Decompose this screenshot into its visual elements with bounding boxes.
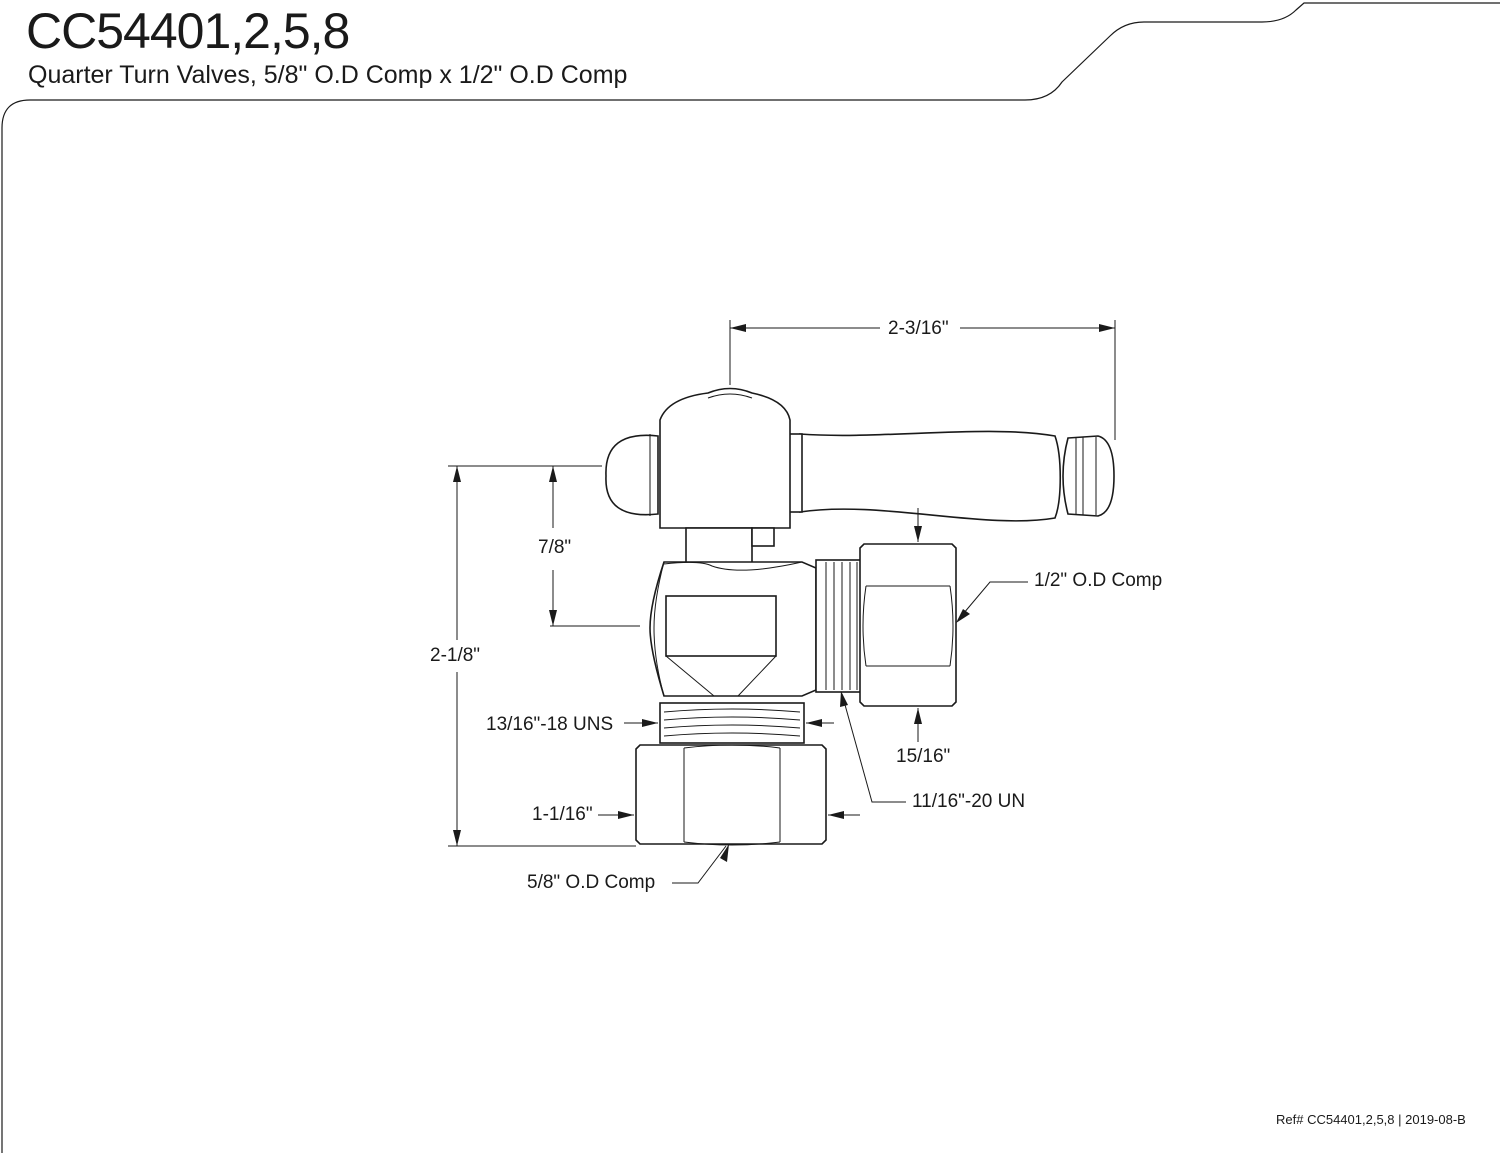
lever-end-knob <box>1062 435 1115 517</box>
dimension-inlet-nut-width: 1-1/16" <box>532 804 593 825</box>
label-outlet-connection: 1/2" O.D Comp <box>1034 570 1163 591</box>
dimension-overall-height: 2-1/8" <box>430 645 481 666</box>
drawing-subtitle: Quarter Turn Valves, 5/8" O.D Comp x 1/2… <box>28 61 628 89</box>
inlet-nut <box>635 744 827 845</box>
dimension-overall-width: 2-3/16" <box>888 318 949 339</box>
outlet-thread <box>815 559 865 693</box>
label-inlet-connection: 5/8" O.D Comp <box>527 872 656 893</box>
dimension-outlet-thread: 11/16"-20 UN <box>912 791 1026 812</box>
handle-side-knob <box>605 434 659 516</box>
dimension-handle-height: 7/8" <box>538 537 572 558</box>
dimension-inlet-thread: 13/16"-18 UNS <box>486 714 614 735</box>
inlet-thread <box>659 702 805 744</box>
reference-number: Ref# CC54401,2,5,8 | 2019-08-B <box>1276 1112 1466 1127</box>
drawing-title: CC54401,2,5,8 <box>26 3 350 59</box>
dimension-outlet-nut-width: 15/16" <box>896 746 951 767</box>
handle-hub <box>659 387 791 529</box>
lever-arm <box>799 430 1062 522</box>
outlet-nut <box>859 543 957 707</box>
